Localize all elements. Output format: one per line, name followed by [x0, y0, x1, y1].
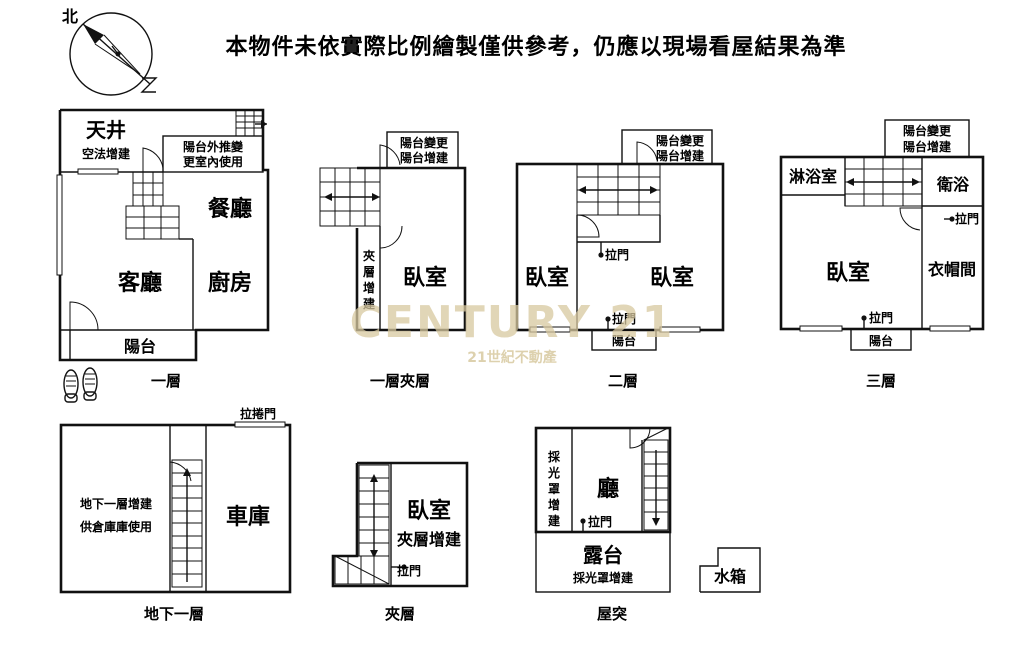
floor1-skylight-note: 空法增建 [82, 146, 131, 161]
roof-hall: 廳 [597, 476, 619, 502]
floor-1-mezzanine: 陽台變更 陽台增建 夾 層 增 建 臥室 一層夾層 [319, 131, 467, 390]
basement-storage-note-2: 供倉庫庫使用 [79, 519, 152, 534]
roof-water-tank: 水箱 [714, 567, 746, 586]
basement: 拉捲門 地下一層增建 供倉庫庫使用 車庫 地下一層 [59, 406, 292, 623]
floor2-balcony-note-2: 陽台增建 [656, 148, 705, 163]
page-title: 本物件未依實際比例繪製僅供參考，仍應以現場看屋結果為準 [225, 34, 846, 60]
floor1-kitchen: 廚房 [208, 270, 252, 296]
floor-2: 陽台變更 陽台增建 拉門 臥室 臥室 拉門 陽台 二層 [515, 129, 725, 390]
basement-caption: 地下一層 [144, 605, 204, 623]
floor3-balcony: 陽台 [869, 333, 893, 348]
roof-skylight-note-1: 光 [547, 465, 560, 480]
floor2-balcony-note-1: 陽台變更 [656, 133, 705, 148]
floor2-sliding-door-2: 拉門 [612, 311, 636, 326]
mezz1-balcony-note-2: 陽台增建 [400, 150, 449, 165]
floor2-balcony: 陽台 [612, 333, 636, 348]
floor3-bath: 衛浴 [936, 175, 970, 194]
floor1-caption: 一層 [151, 372, 181, 390]
basement-storage-note-1: 地下一層增建 [80, 496, 153, 511]
mezz-note: 夾層增建 [397, 530, 461, 549]
mezzanine: 臥室 夾層增建 拉門 夾層 [331, 461, 469, 623]
mezz1-balcony-note-1: 陽台變更 [400, 135, 449, 150]
mezz-sliding-door: 拉門 [397, 563, 421, 578]
floor3-sliding-door-2: 拉門 [869, 310, 893, 325]
roof-skylight-note-2: 罩 [548, 482, 560, 496]
floor3-balcony-note-1: 陽台變更 [903, 123, 952, 138]
compass: 北 [62, 7, 158, 96]
roof-terrace-note: 採光罩增建 [573, 570, 634, 585]
basement-garage: 車庫 [226, 504, 270, 530]
floor3-caption: 三層 [866, 372, 896, 390]
floor2-bedroom-right: 臥室 [650, 265, 694, 291]
mezz1-note-2: 增 [363, 280, 375, 295]
mezz1-note-0: 夾 [363, 248, 375, 263]
floor1-balcony-note-2: 更室內使用 [183, 154, 243, 169]
floor-3: 陽台變更 陽台增建 淋浴室 衛浴 拉門 臥室 衣帽間 拉門 陽台 三 [779, 119, 985, 390]
floor3-shower: 淋浴室 [789, 167, 837, 186]
floor2-caption: 二層 [608, 372, 638, 390]
mezz-bedroom: 臥室 [407, 498, 451, 524]
mezz1-caption: 一層夾層 [370, 372, 430, 390]
mezz-stair [334, 464, 390, 585]
floor1-balcony-note-1: 陽台外推變 [183, 139, 244, 154]
floor3-bedroom: 臥室 [826, 260, 870, 286]
roof-caption: 屋突 [597, 605, 627, 623]
mezz-caption: 夾層 [385, 605, 415, 623]
floor1-dining: 餐廳 [208, 196, 252, 222]
floor2-bedroom-left: 臥室 [525, 265, 569, 291]
stair-arrow-icon [324, 193, 380, 201]
floor3-closet: 衣帽間 [928, 260, 976, 279]
roof-structure: 採 光 罩 增 建 廳 拉門 露台 採光罩增建 屋突 水箱 [534, 426, 761, 623]
floor3-sliding-door-1: 拉門 [955, 211, 979, 226]
roof-skylight-note-3: 增 [548, 497, 560, 512]
floor2-sliding-door-1: 拉門 [605, 247, 629, 262]
mezz1-note-1: 層 [363, 265, 375, 279]
floor1-living: 客廳 [118, 270, 162, 296]
watermark-brand: CENTURY 21 [350, 297, 675, 348]
north-arrow-icon [82, 23, 158, 93]
floor1-stair [125, 171, 180, 240]
north-label: 北 [62, 7, 78, 26]
floor1-skylight: 天井 [86, 118, 126, 142]
roof-skylight-note-4: 建 [547, 513, 561, 528]
door-swing-icon [142, 147, 164, 172]
mezz1-bedroom: 臥室 [403, 265, 447, 291]
watermark: CENTURY 21 21世紀不動產 [350, 297, 675, 366]
shoeprint-icon [63, 367, 98, 403]
roof-skylight-note-0: 採 [548, 449, 561, 464]
roof-terrace: 露台 [583, 543, 623, 567]
basement-roller-door: 拉捲門 [240, 406, 276, 421]
mezz1-note-3: 建 [362, 296, 376, 311]
roof-sliding-door: 拉門 [588, 514, 612, 529]
watermark-sub: 21世紀不動產 [467, 349, 556, 366]
floor-1: 陽台外推變 更室內使用 天井 空法增建 餐廳 客廳 廚房 陽台 [56, 108, 270, 403]
floor1-balcony: 陽台 [124, 337, 156, 356]
floor3-balcony-note-2: 陽台增建 [903, 139, 952, 154]
